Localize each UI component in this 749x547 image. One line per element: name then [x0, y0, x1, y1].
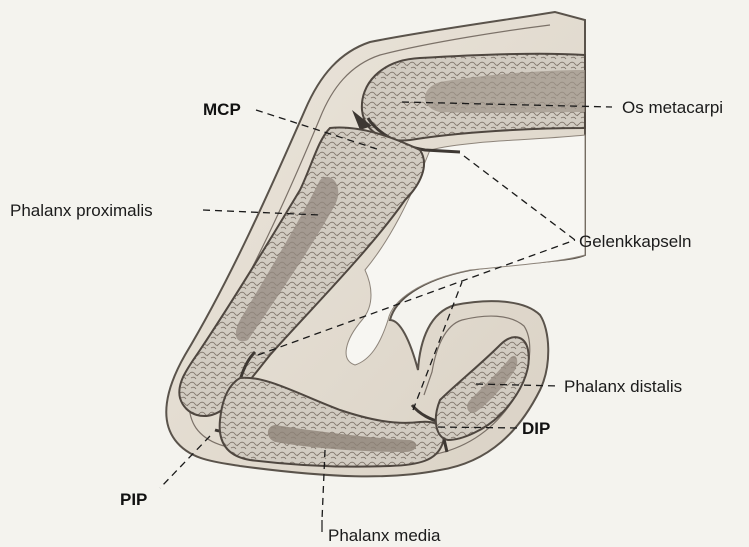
os-metacarpi-label: Os metacarpi [622, 98, 723, 117]
mcp-label: MCP [203, 100, 241, 119]
phalanx-media-label: Phalanx media [328, 526, 441, 545]
phalanx-proximalis-label: Phalanx proximalis [10, 201, 153, 220]
pip-label: PIP [120, 490, 147, 509]
phalanx-distalis-label: Phalanx distalis [564, 377, 682, 396]
gelenkkapseln-label: Gelenkkapseln [579, 232, 691, 251]
dip-label: DIP [522, 419, 550, 438]
